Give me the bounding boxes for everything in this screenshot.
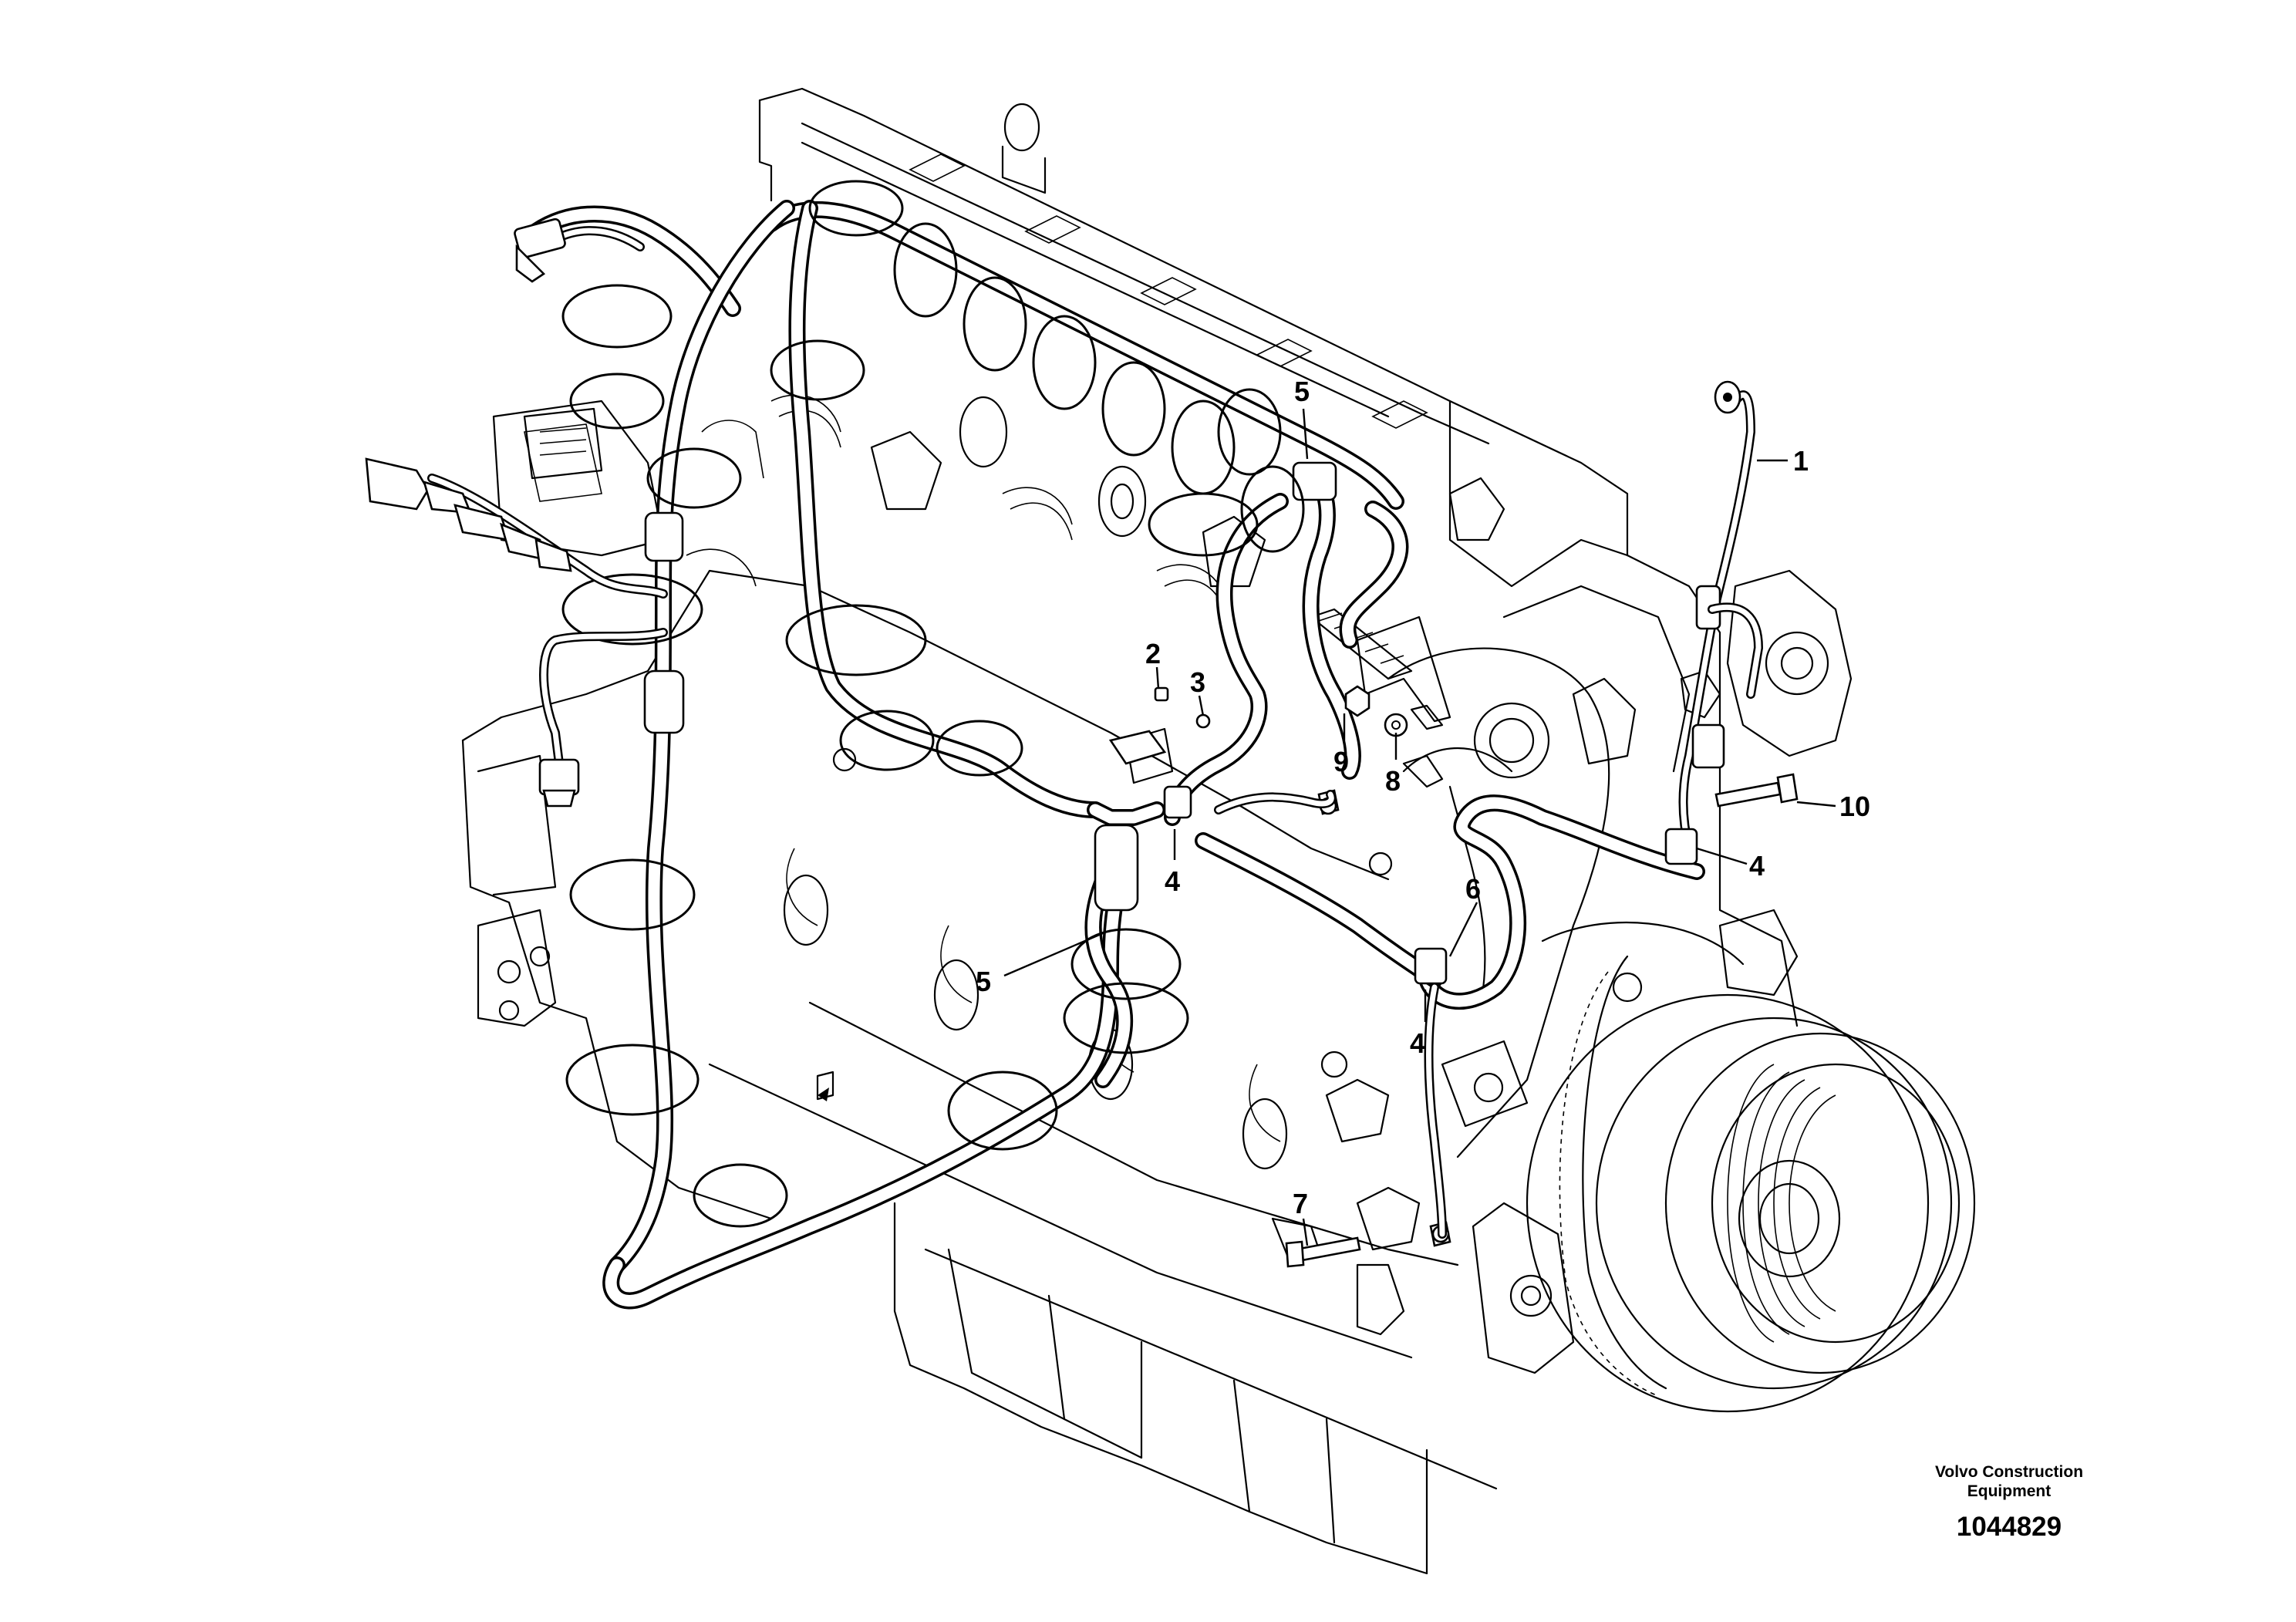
callouts: 1 2 3 4 4 4 5 5 6 7 8 9 10	[976, 376, 1870, 1246]
callout-9: 9	[1333, 746, 1349, 777]
callout-5b: 5	[976, 966, 991, 997]
company-name-line1: Volvo Construction	[1934, 1463, 2084, 1481]
callout-3: 3	[1190, 666, 1205, 698]
callout-6: 6	[1465, 873, 1481, 905]
cable-tie-loops	[561, 180, 1305, 1228]
callout-7: 7	[1293, 1188, 1308, 1219]
callout-5a: 5	[1294, 376, 1310, 407]
left-connectors	[365, 218, 668, 808]
fasteners	[1108, 685, 1799, 1268]
callout-1: 1	[1793, 445, 1809, 477]
callout-10: 10	[1839, 791, 1870, 822]
main-wiring-harness	[528, 200, 1705, 1310]
ground-wire-part-1	[1678, 380, 1763, 853]
callout-4a: 4	[1165, 865, 1180, 897]
document-number: 1044829	[1956, 1512, 2062, 1542]
footer: Volvo Construction Equipment 1044829	[1882, 1462, 2136, 1543]
callout-4b: 4	[1410, 1027, 1425, 1059]
callout-2: 2	[1145, 638, 1161, 669]
company-name-line2: Equipment	[1967, 1482, 2052, 1500]
engine-block	[461, 87, 1976, 1575]
callout-4c: 4	[1749, 850, 1765, 882]
callout-8: 8	[1385, 765, 1401, 797]
